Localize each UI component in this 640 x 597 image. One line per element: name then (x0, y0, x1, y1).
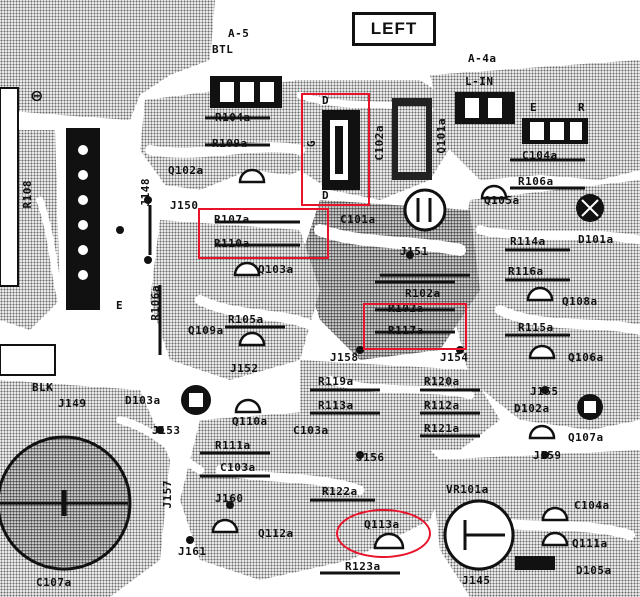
label-r122a: R122a (322, 485, 358, 498)
label-r121a: R121a (424, 422, 460, 435)
board-side-title: LEFT (352, 12, 436, 46)
label-r112a: R112a (424, 399, 460, 412)
label-r107a: R107a (214, 213, 250, 226)
label-q108a: Q108a (562, 295, 598, 308)
label-d102a: D102a (514, 402, 550, 415)
label-q112a: Q112a (258, 527, 294, 540)
connector-a4a-label: A-4a (468, 52, 497, 65)
label-d103a: D103a (125, 394, 161, 407)
label-r106a-left: R106a (149, 285, 162, 321)
label-q103a: Q103a (258, 263, 294, 276)
copper-right-mid (450, 180, 640, 430)
label-blk: BLK (32, 381, 54, 394)
label-c104a: C104a (574, 499, 610, 512)
label-q107a: Q107a (568, 431, 604, 444)
label-c103a: C103a (220, 461, 256, 474)
highlight-r118a-r117a (363, 303, 467, 350)
label-r113a: R113a (318, 399, 354, 412)
label-j148: J148 (139, 178, 152, 207)
connector-a5 (210, 76, 282, 108)
label-q106a: Q106a (568, 351, 604, 364)
label-q110a: Q110a (232, 415, 268, 428)
label-j153: J153 (152, 424, 181, 437)
q101a-fet (322, 110, 360, 190)
label-j158: J158 (330, 351, 359, 364)
label-r109a: R109a (212, 137, 248, 150)
c102a-body (392, 98, 432, 180)
label-c103-mid: C103a (293, 424, 329, 437)
label-j159: J159 (533, 449, 562, 462)
c107a-capacitor (0, 435, 132, 571)
label-j145: J145 (462, 574, 491, 587)
resistor-bars (148, 116, 585, 575)
label-r120a: R120a (424, 375, 460, 388)
label-r105a: R105a (228, 313, 264, 326)
label-j161: J161 (178, 545, 207, 558)
label-c101a: C101a (340, 213, 376, 226)
label-j152: J152 (230, 362, 259, 375)
label-q105a: Q105a (484, 194, 520, 207)
connector-r-pin-label: R (578, 101, 586, 114)
connector-a5-label: A-5 (228, 27, 250, 40)
label-r106a-right: R106a (518, 175, 554, 188)
label-j157: J157 (161, 480, 174, 509)
label-q111a: Q111a (572, 537, 608, 550)
highlight-r107a-r110a (198, 208, 329, 259)
label-r115a: R115a (518, 321, 554, 334)
label-d-top: D (322, 94, 330, 107)
label-q109a: Q109a (188, 324, 224, 337)
copper-mid-top (140, 80, 330, 190)
jumper-pads (116, 196, 549, 544)
vr101a-pot (443, 499, 515, 571)
label-c102a: C102a (373, 125, 386, 161)
label-c104: C104a (522, 149, 558, 162)
label-j154: J154 (440, 351, 469, 364)
minus-icon: ⊖ (30, 86, 44, 105)
label-j150: J150 (170, 199, 199, 212)
copper-left-mid (150, 220, 320, 380)
label-r108: R108 (21, 180, 34, 209)
connector-a4a-sublabel: L-IN (465, 75, 494, 88)
label-j151: J151 (400, 245, 429, 258)
label-q102a: Q102a (168, 164, 204, 177)
label-r119a: R119a (318, 375, 354, 388)
label-j155: J155 (530, 385, 559, 398)
highlight-q101a-fet (301, 93, 370, 206)
label-c107a: C107a (36, 576, 72, 589)
label-d101a: D101a (578, 233, 614, 246)
label-j149: J149 (58, 397, 87, 410)
label-d-bottom: D (322, 189, 330, 202)
highlight-q113a (336, 509, 431, 558)
label-r114a: R114a (510, 235, 546, 248)
label-r117a: R117a (388, 324, 424, 337)
copper-top-left (0, 0, 215, 120)
label-r116a: R116a (508, 265, 544, 278)
connector-a4a (455, 92, 588, 144)
traces (36, 91, 640, 540)
left-components (0, 87, 100, 376)
label-r118a: R102a (388, 302, 424, 315)
label-d105a: D105a (576, 564, 612, 577)
connector-e-pin-label: E (530, 101, 538, 114)
label-r110a: R110a (214, 237, 250, 250)
diodes (181, 194, 604, 570)
label-vr101a: VR101a (446, 483, 489, 496)
label-q101a: Q101a (435, 118, 448, 154)
label-r123a: R123a (345, 560, 381, 573)
label-r102a: R102a (405, 287, 441, 300)
label-r104a: R104a (215, 111, 251, 124)
c101a-capacitor (403, 188, 447, 232)
transistors (211, 168, 569, 550)
label-r111a: R111a (215, 439, 251, 452)
label-j160: J160 (215, 492, 244, 505)
label-j156: J156 (356, 451, 385, 464)
connector-a5-sublabel: BTL (212, 43, 234, 56)
label-e-pad: E (116, 299, 124, 312)
